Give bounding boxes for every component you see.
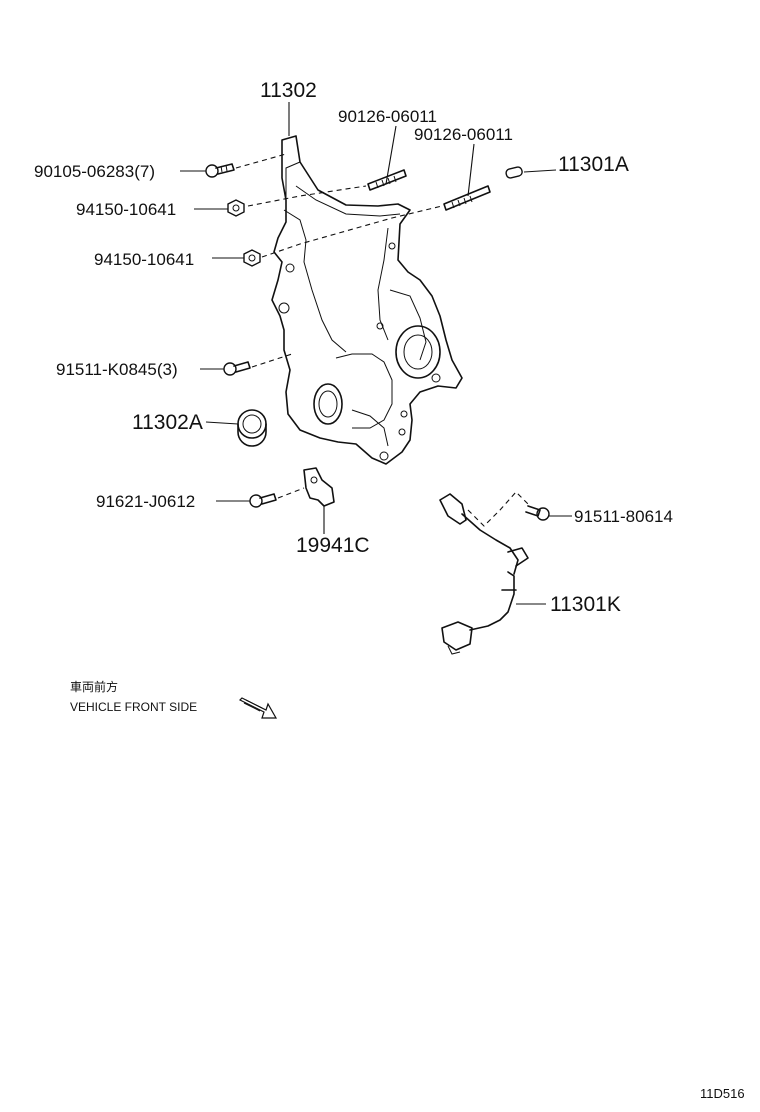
label-94150-b: 94150-10641 bbox=[94, 250, 194, 269]
label-19941C: 19941C bbox=[296, 534, 370, 557]
nut-2 bbox=[243, 249, 261, 267]
bolt-91621 bbox=[249, 493, 277, 508]
nut-1 bbox=[227, 199, 245, 217]
bolt-91511-80614 bbox=[525, 505, 550, 521]
label-11302A: 11302A bbox=[132, 411, 203, 434]
label-90105: 90105-06283(7) bbox=[34, 162, 155, 181]
label-11301K: 11301K bbox=[550, 593, 621, 616]
dowel-pin bbox=[505, 166, 523, 179]
bolt-90105 bbox=[205, 163, 235, 178]
leader-lines bbox=[180, 102, 572, 605]
bracket-19941C bbox=[303, 467, 335, 507]
stud-bolt-1 bbox=[367, 169, 407, 191]
crank-position-sensor bbox=[439, 493, 529, 655]
label-91511-K0845: 91511-K0845(3) bbox=[56, 360, 178, 379]
bolt-91511-K0845 bbox=[223, 361, 251, 376]
figure-id: 11D516 bbox=[700, 1086, 745, 1101]
label-90126-a: 90126-06011 bbox=[338, 107, 437, 126]
dashed-assembly-lines bbox=[235, 153, 531, 527]
stud-bolt-2 bbox=[443, 185, 491, 211]
front-note-japanese: 車両前方 bbox=[70, 679, 118, 694]
label-91511-80614: 91511-80614 bbox=[574, 507, 673, 526]
label-94150-a: 94150-10641 bbox=[76, 200, 176, 219]
front-direction-arrow-icon bbox=[238, 697, 278, 719]
label-90126-b: 90126-06011 bbox=[414, 125, 513, 144]
oil-seal bbox=[237, 409, 267, 447]
front-note-english: VEHICLE FRONT SIDE bbox=[70, 700, 197, 714]
label-91621: 91621-J0612 bbox=[96, 492, 195, 511]
label-11302: 11302 bbox=[260, 79, 317, 102]
label-11301A: 11301A bbox=[558, 153, 629, 176]
timing-chain-cover bbox=[271, 135, 463, 465]
